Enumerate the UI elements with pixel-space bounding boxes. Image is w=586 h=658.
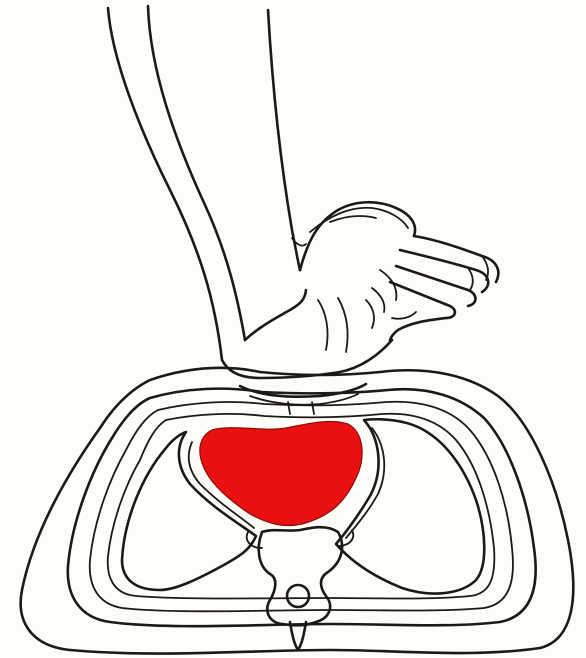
- heart-icon: [200, 421, 362, 525]
- arm-icon: [108, 6, 306, 360]
- hand-icon: [222, 202, 498, 378]
- sternum-icon: [240, 384, 366, 414]
- spine-icon: [247, 527, 353, 650]
